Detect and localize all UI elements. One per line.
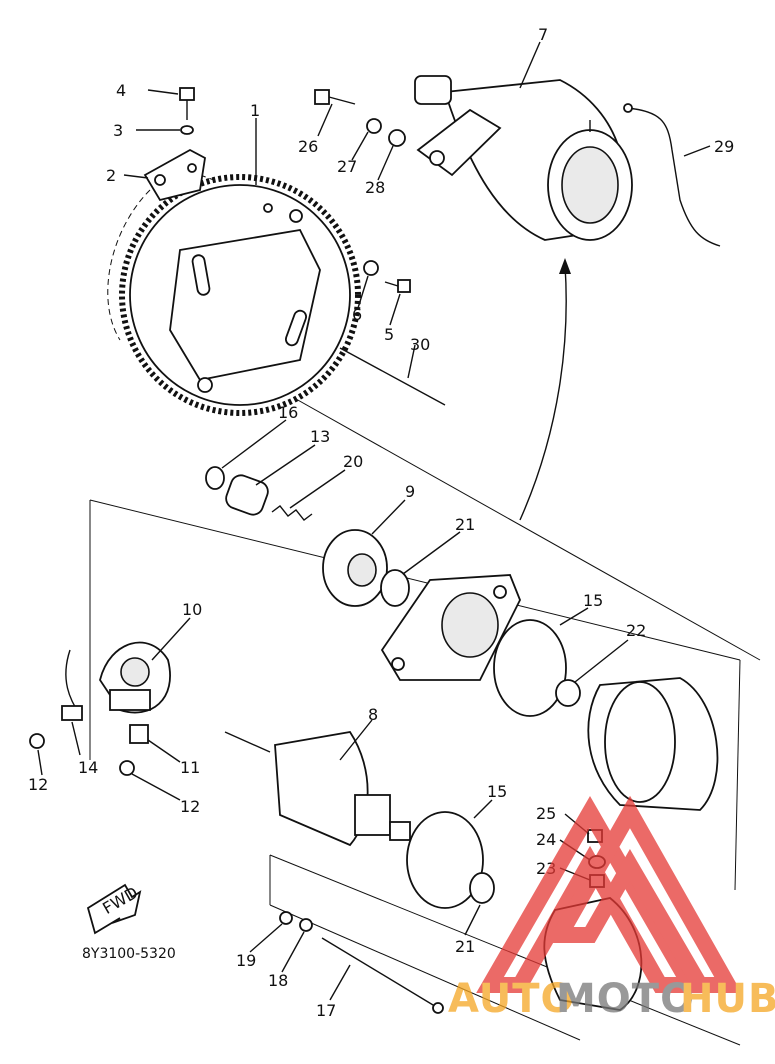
washer-6 [363, 260, 379, 276]
label-14-text: 14 [78, 758, 98, 777]
long-screw-30 [339, 347, 446, 406]
nut-12-left [29, 733, 45, 749]
label-13: 13 [310, 427, 330, 446]
diagram-code: 8Y3100-5320 [82, 946, 176, 962]
label-15-upper: 15 [583, 591, 603, 610]
assembly-arrow [519, 258, 571, 521]
label-10: 10 [182, 600, 202, 619]
label-4: 4 [116, 81, 126, 100]
watermark-logo: AUTO MOTO HUB [448, 795, 775, 1022]
long-bolt-17 [321, 937, 444, 1014]
label-19: 19 [236, 951, 256, 970]
watermark-hub: HUB [680, 976, 775, 1022]
armature-8 [224, 731, 411, 847]
part-labels: 4 3 2 1 7 26 27 28 29 6 5 30 16 13 20 9 … [28, 25, 734, 1020]
mount-bolt-26 [314, 89, 356, 105]
ring-gear [119, 174, 361, 416]
brush-lead-14 [61, 649, 83, 721]
label-18: 18 [268, 971, 288, 990]
watermark-auto: AUTO [448, 976, 576, 1022]
lead-wire-29 [623, 103, 721, 247]
o-ring-15-lower [406, 811, 484, 909]
label-22: 22 [626, 621, 646, 640]
spring-20 [271, 505, 313, 521]
label-5: 5 [384, 325, 394, 344]
label-27: 27 [337, 157, 357, 176]
label-2: 2 [106, 166, 116, 185]
bushing-13 [225, 474, 269, 516]
label-8: 8 [368, 705, 378, 724]
label-21-upper: 21 [455, 515, 475, 534]
label-29: 29 [714, 137, 734, 156]
label-15-lower: 15 [487, 782, 507, 801]
label-7: 7 [538, 25, 548, 44]
fwd-arrow: FWD [86, 883, 142, 935]
label-26: 26 [298, 137, 318, 156]
label-28: 28 [365, 178, 385, 197]
starter-motor-assembly [414, 75, 633, 241]
washer-28 [388, 129, 406, 147]
bracket-plate [143, 148, 206, 202]
front-cover [380, 574, 521, 681]
bolt-5 [384, 279, 411, 293]
nut-19 [279, 911, 293, 925]
nut-12-right [119, 760, 135, 776]
o-ring-15-upper [493, 619, 567, 717]
o-ring-16 [205, 466, 225, 490]
starter-clutch-9 [322, 529, 388, 607]
label-12-right-text: 12 [180, 797, 200, 816]
brush-holder [109, 689, 151, 711]
washer-21-lower [469, 872, 495, 904]
label-25-text: 25 [536, 804, 556, 823]
brush-11 [129, 724, 149, 744]
label-6: 6 [352, 305, 362, 324]
watermark-moto: MOTO [556, 976, 695, 1022]
label-17: 17 [316, 1001, 336, 1020]
label-12-left: 12 [28, 775, 48, 794]
label-30: 30 [410, 335, 430, 354]
label-16: 16 [278, 403, 298, 422]
label-21-lower-text: 21 [455, 937, 475, 956]
label-1: 1 [250, 101, 260, 120]
lock-washer [180, 125, 194, 135]
washer-27 [366, 118, 382, 134]
bolt-4 [179, 87, 195, 120]
washer-21-upper [380, 569, 410, 607]
label-9: 9 [405, 482, 415, 501]
washer-22 [555, 679, 581, 707]
label-3: 3 [113, 121, 123, 140]
washer-18 [299, 918, 313, 932]
label-24: 24 [536, 830, 556, 849]
yoke-housing [587, 677, 719, 811]
label-11: 11 [180, 758, 200, 777]
label-20: 20 [343, 452, 363, 471]
